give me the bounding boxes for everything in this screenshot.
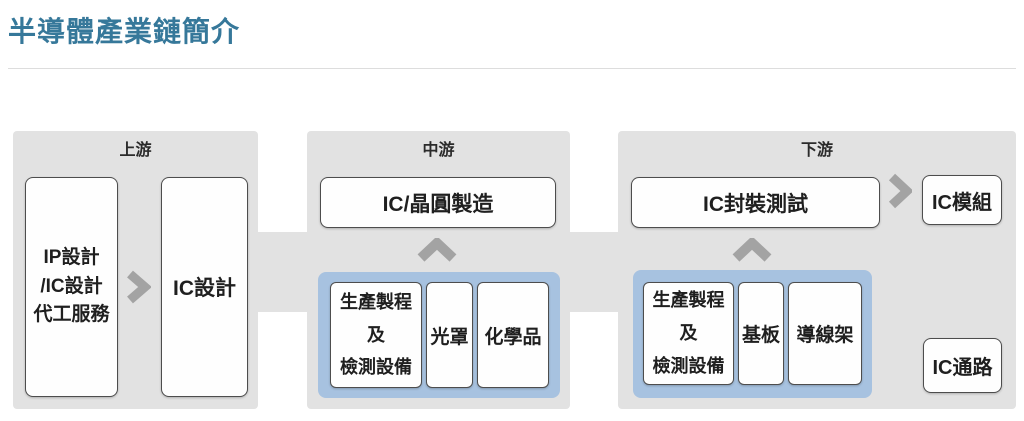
midstream-equipment-box: 生產製程 及 檢測設備 — [330, 282, 422, 388]
ic-wafer-manufacturing-box: IC/晶圓製造 — [320, 177, 556, 228]
upstream-label: 上游 — [119, 142, 152, 159]
arrow-up-icon — [732, 238, 772, 262]
downstream-equipment-box: 生產製程 及 檢測設備 — [643, 282, 734, 385]
chemicals-box: 化學品 — [477, 282, 549, 388]
downstream-label: 下游 — [800, 142, 833, 159]
downstream-panel: 下游 IC封裝測試 生產製程 及 檢測設備 基板 導線架 IC模組 IC通路 — [618, 131, 1016, 409]
midstream-panel: 中游 IC/晶圓製造 生產製程 及 檢測設備 光罩 化學品 — [307, 131, 570, 409]
connector-upstream-midstream — [258, 232, 308, 312]
downstream-supplier-group: 生產製程 及 檢測設備 基板 導線架 — [633, 270, 872, 398]
ic-design-box: IC設計 — [161, 177, 248, 397]
divider — [8, 68, 1016, 69]
substrate-box: 基板 — [738, 282, 784, 385]
arrow-right-icon — [888, 173, 912, 209]
midstream-label: 中游 — [422, 142, 455, 159]
upstream-panel: 上游 IP設計 /IC設計 代工服務 IC設計 — [13, 131, 258, 409]
arrow-up-icon — [417, 238, 457, 262]
connector-midstream-downstream — [570, 232, 618, 312]
arrow-right-icon — [125, 270, 151, 304]
ip-ic-design-service-box: IP設計 /IC設計 代工服務 — [25, 177, 118, 397]
page-title: 半導體產業鏈簡介 — [8, 16, 241, 47]
leadframe-box: 導線架 — [788, 282, 862, 385]
photomask-box: 光罩 — [426, 282, 473, 388]
ic-packaging-testing-box: IC封裝測試 — [631, 177, 880, 228]
midstream-supplier-group: 生產製程 及 檢測設備 光罩 化學品 — [318, 272, 560, 398]
ic-channel-box: IC通路 — [923, 338, 1002, 393]
ic-module-box: IC模組 — [922, 175, 1002, 225]
